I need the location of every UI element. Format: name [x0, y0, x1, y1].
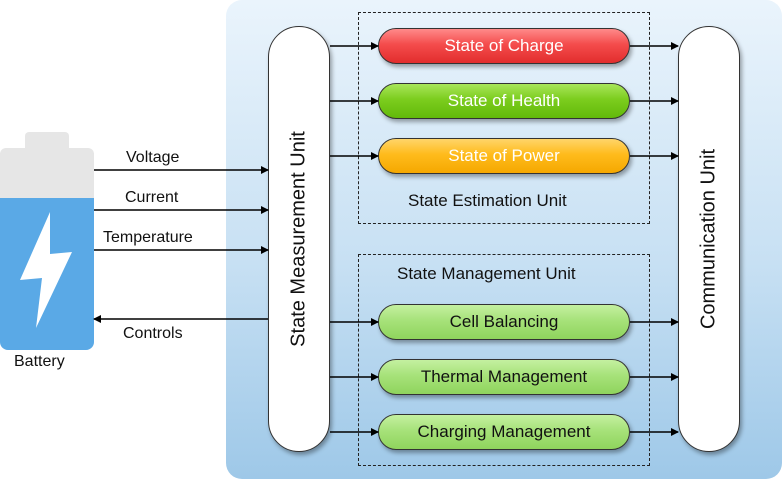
- charging-management-box: Charging Management: [378, 414, 630, 450]
- state-measurement-unit: State Measurement Unit: [268, 26, 330, 452]
- state-of-charge-label: State of Charge: [444, 36, 564, 55]
- communication-unit: Communication Unit: [678, 26, 740, 452]
- state-of-power-label: State of Power: [448, 146, 560, 165]
- charging-management-label: Charging Management: [417, 422, 591, 441]
- state-estimation-caption: State Estimation Unit: [408, 191, 567, 210]
- state-of-health-label: State of Health: [447, 91, 561, 110]
- state-management-group: [358, 254, 650, 466]
- controls-label: Controls: [123, 325, 183, 342]
- thermal-management-label: Thermal Management: [420, 367, 588, 386]
- voltage-label: Voltage: [126, 149, 180, 166]
- battery-icon: [0, 132, 94, 350]
- state-estimation-group: [358, 12, 650, 224]
- thermal-management-box: Thermal Management: [378, 359, 630, 395]
- battery-label: Battery: [14, 353, 65, 370]
- state-management-caption: State Management Unit: [397, 264, 576, 283]
- state-of-power-box: State of Power: [378, 138, 630, 174]
- state-of-health-box: State of Health: [378, 83, 630, 119]
- state-of-charge-box: State of Charge: [378, 28, 630, 64]
- current-label: Current: [125, 189, 179, 206]
- temperature-label: Temperature: [103, 229, 193, 246]
- cell-balancing-label: Cell Balancing: [449, 312, 559, 331]
- cell-balancing-box: Cell Balancing: [378, 304, 630, 340]
